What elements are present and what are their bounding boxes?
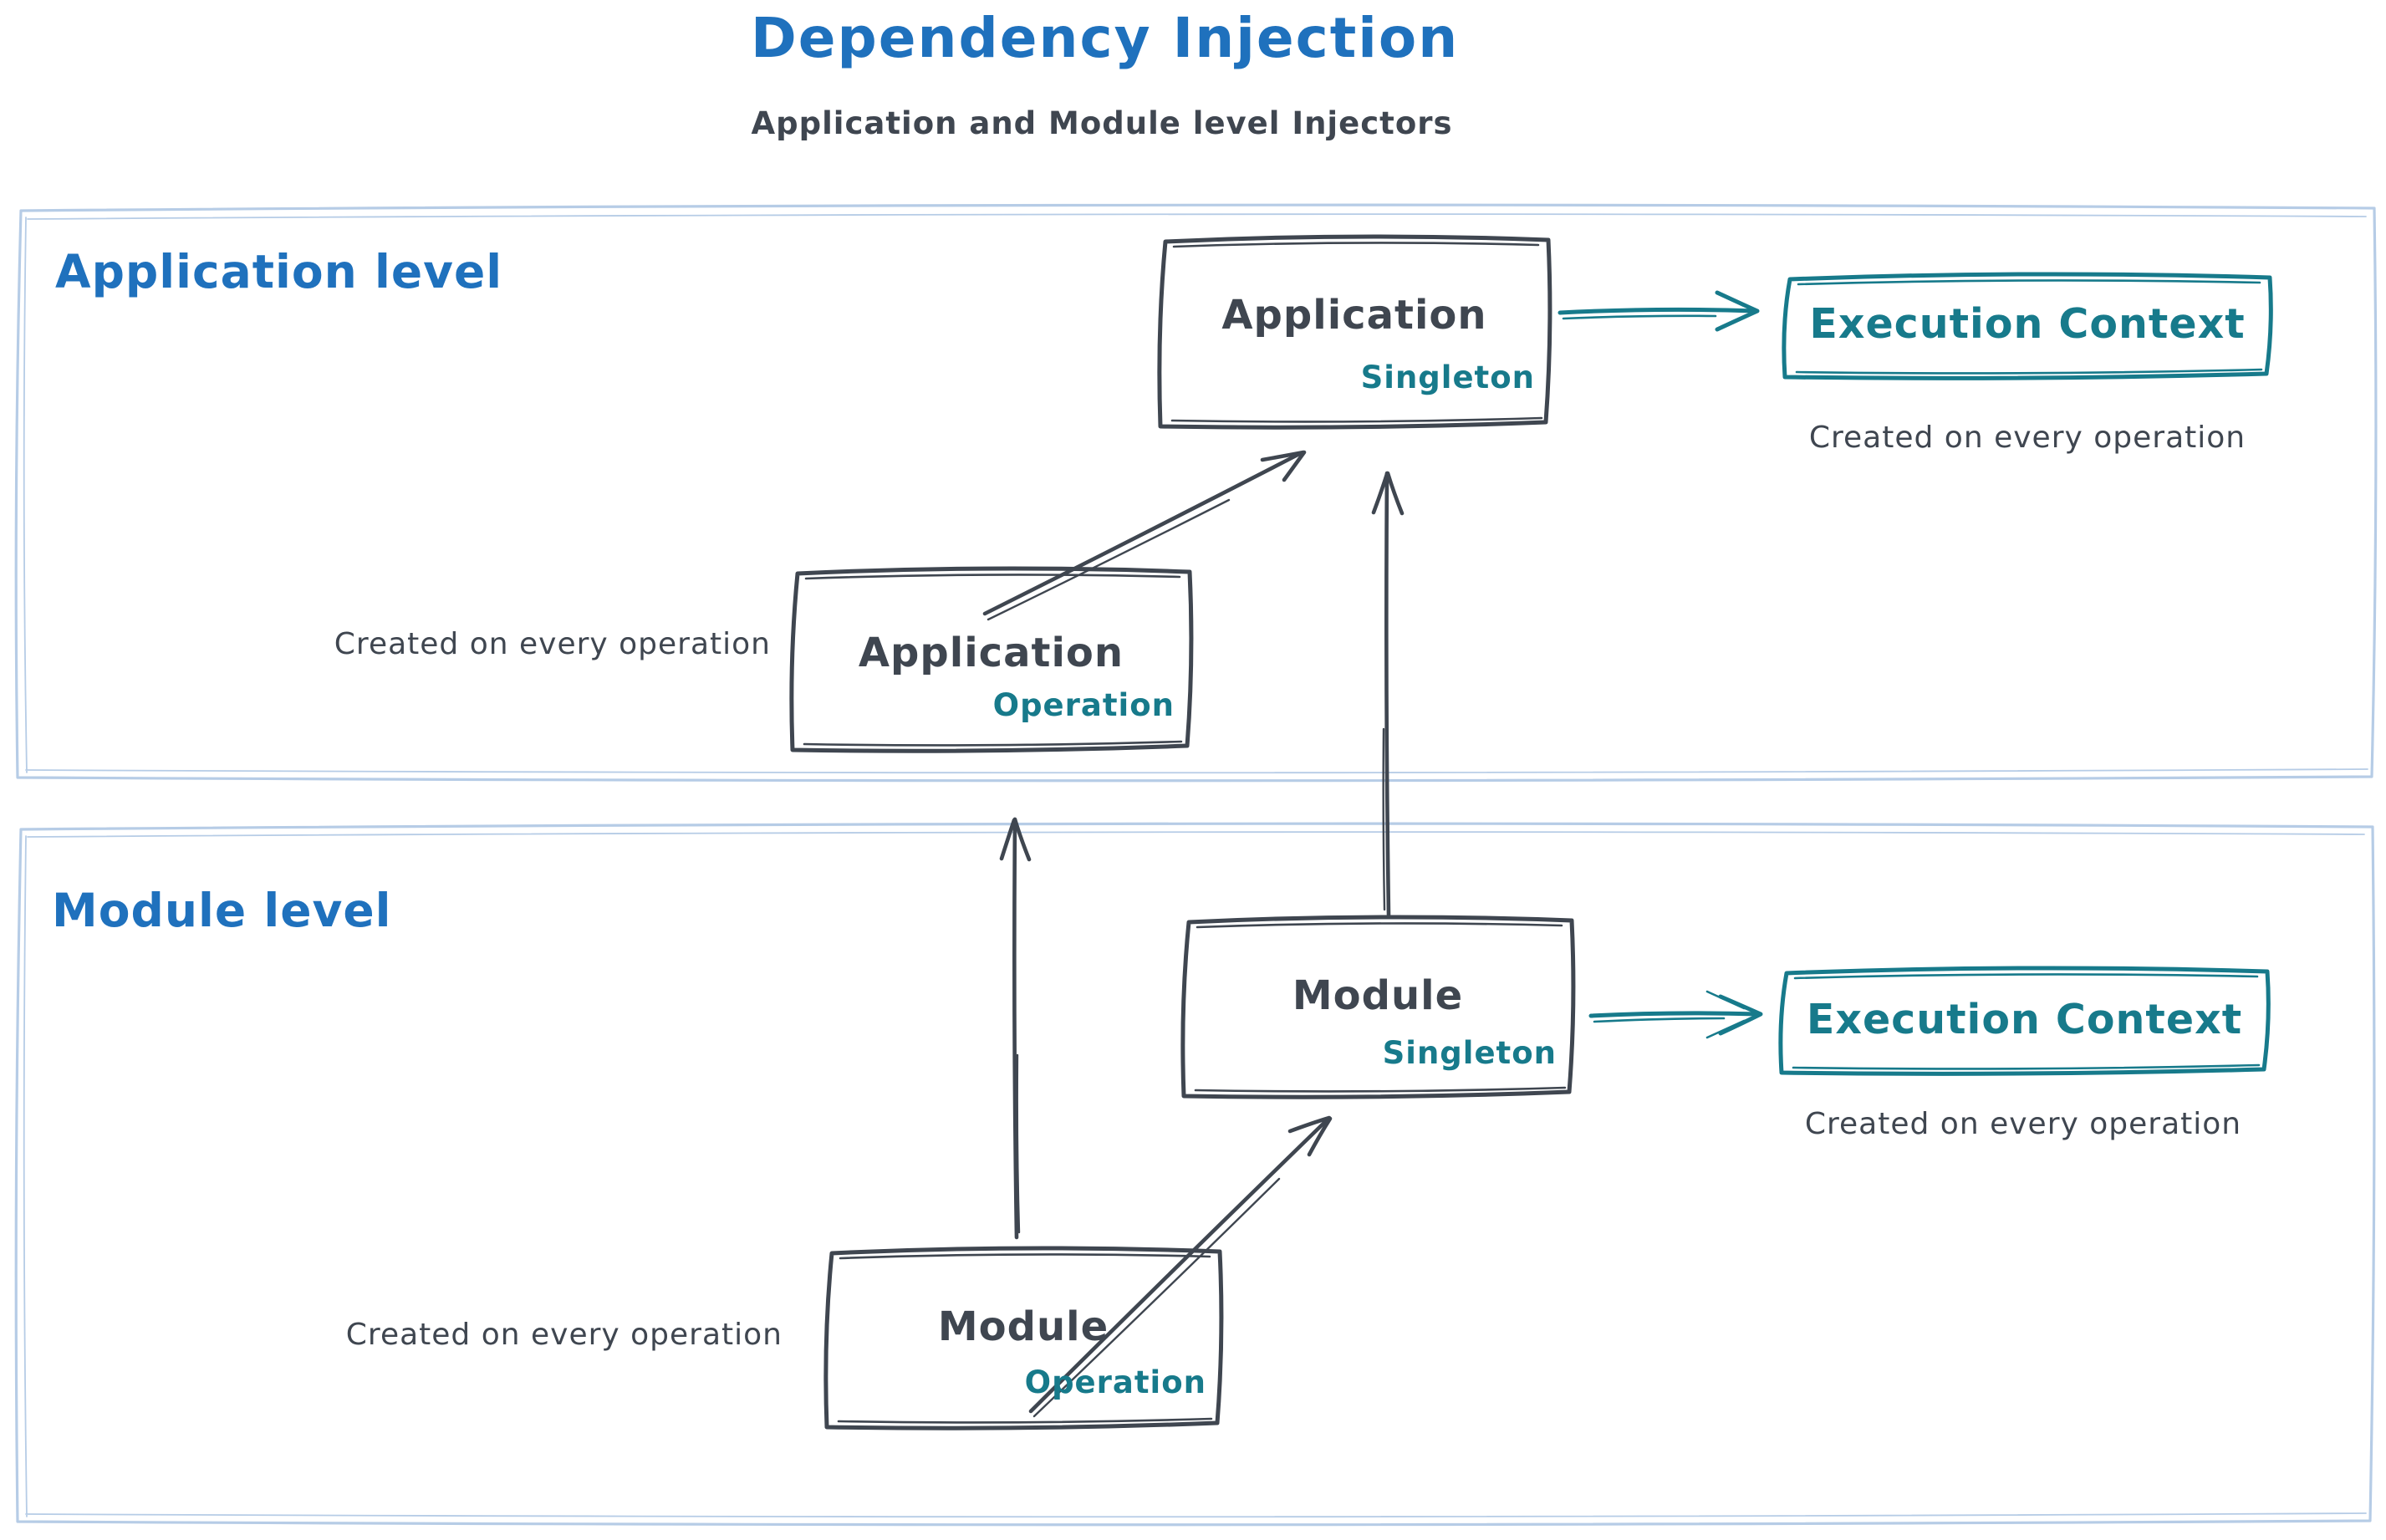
application-operation-box-outline — [789, 566, 1194, 753]
arrow-module-operation-to-app-operation — [999, 817, 1032, 1240]
arrow-module-singleton-to-app-singleton — [1371, 471, 1405, 917]
page-title: Dependency Injection — [751, 6, 1460, 70]
application-operation-box-title: Application — [858, 630, 1124, 676]
execution-context-module-label: Execution Context — [1806, 996, 2243, 1043]
application-singleton-box-outline — [1157, 234, 1552, 430]
arrow-module-operation-to-module-singleton — [1028, 1115, 1333, 1418]
module-level-label: Module level — [52, 884, 392, 937]
arrow-module-singleton-to-execution-context — [1588, 990, 1763, 1039]
module-singleton-box-title: Module — [1292, 972, 1464, 1019]
application-level-label: Application level — [55, 245, 503, 298]
module-operation-box-scope: Operation — [1024, 1364, 1206, 1400]
application-operation-box-scope: Operation — [992, 687, 1175, 723]
application-singleton-box-title: Application — [1221, 292, 1487, 339]
execution-context-app-box-outline — [1782, 272, 2273, 380]
execution-context-app-label: Execution Context — [1809, 300, 2246, 348]
application-singleton-box-scope: Singleton — [1360, 360, 1535, 395]
application-level-container — [14, 203, 2378, 783]
execution-context-app-caption: Created on every operation — [1808, 421, 2246, 455]
execution-context-module-box-outline — [1778, 966, 2271, 1076]
arrow-app-operation-to-app-singleton — [982, 450, 1307, 621]
module-singleton-box-scope: Singleton — [1382, 1035, 1557, 1071]
module-operation-box-title: Module — [937, 1303, 1109, 1350]
page-subtitle: Application and Module level Injectors — [751, 105, 1453, 141]
application-operation-caption: Created on every operation — [334, 627, 771, 661]
arrow-app-singleton-to-execution-context — [1558, 290, 1760, 332]
module-operation-caption: Created on every operation — [345, 1318, 783, 1352]
module-operation-box-outline — [823, 1246, 1224, 1430]
module-singleton-box-outline — [1180, 915, 1576, 1099]
module-level-container — [14, 822, 2376, 1527]
execution-context-module-caption: Created on every operation — [1804, 1107, 2242, 1141]
